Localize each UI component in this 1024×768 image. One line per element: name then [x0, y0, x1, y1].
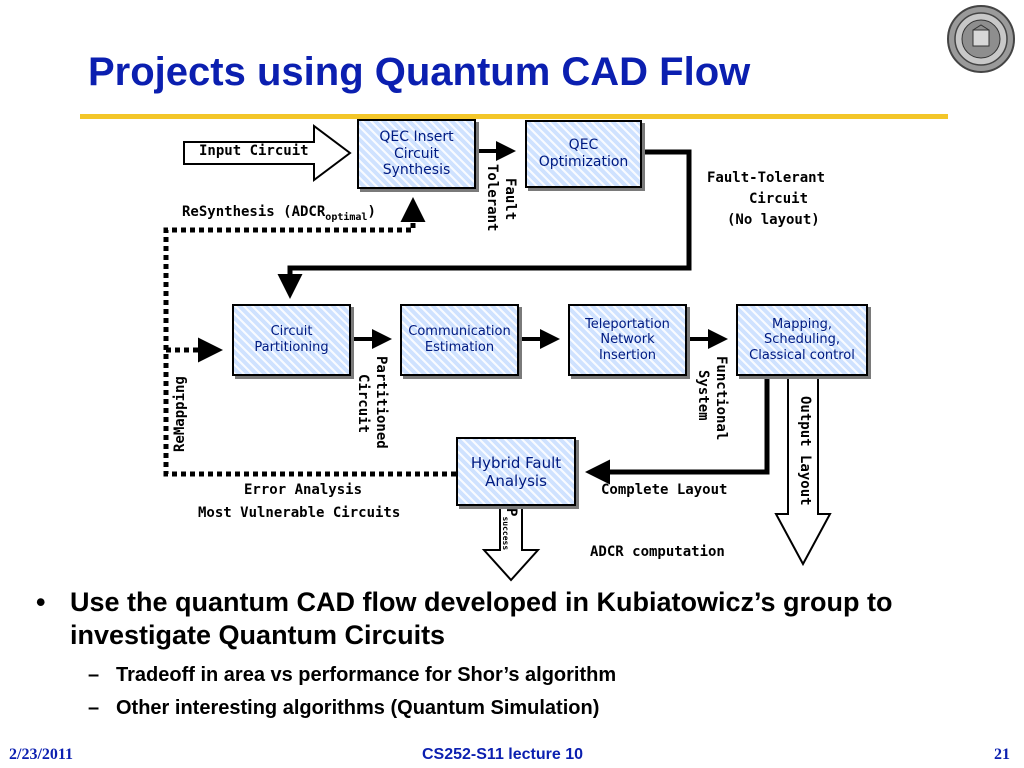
input-circuit-arrow — [183, 124, 352, 182]
teleportation-network-box: Teleportation Network Insertion — [568, 304, 687, 376]
mapping-scheduling-box: Mapping, Scheduling, Classical control — [736, 304, 868, 376]
output-layout-label: Output Layout — [797, 396, 813, 506]
hybrid-fault-analysis-box: Hybrid Fault Analysis — [456, 437, 576, 506]
footer-course: CS252-S11 lecture 10 — [422, 746, 583, 763]
bullet-list: • Use the quantum CAD flow developed in … — [36, 586, 996, 721]
input-circuit-label: Input Circuit — [199, 143, 309, 159]
footer-date: 2/23/2011 — [9, 746, 74, 763]
arrow-mapping-to-hybrid — [585, 376, 770, 485]
partitioned-circuit-label-line2: Circuit — [355, 374, 371, 434]
ft-circuit-label-line3: (No layout) — [727, 212, 820, 228]
resynthesis-label: ReSynthesis (ADCRoptimal) — [182, 204, 376, 223]
circuit-partitioning-box: Circuit Partitioning — [232, 304, 351, 376]
bullet-main: • Use the quantum CAD flow developed in … — [36, 587, 893, 650]
sub-bullet-dash: – — [88, 697, 100, 719]
functional-system-label-line2: System — [695, 370, 711, 421]
sub-bullet: – Other interesting algorithms (Quantum … — [88, 697, 600, 719]
most-vulnerable-label: Most Vulnerable Circuits — [198, 505, 401, 521]
adcr-computation-label: ADCR computation — [590, 544, 725, 560]
p-success-label: Psuccess — [501, 508, 519, 551]
footer-page-number: 21 — [994, 746, 1010, 763]
page-title: Projects using Quantum CAD Flow — [88, 50, 751, 94]
functional-system-label-line1: Functional — [713, 356, 729, 441]
ft-circuit-label-line2: Circuit — [749, 191, 809, 207]
arrow-qec-opt-to-partitioning — [277, 149, 692, 299]
p-success-arrow — [481, 505, 541, 582]
error-analysis-label: Error Analysis — [244, 482, 363, 498]
fault-tolerant-label-line2: Tolerant — [484, 164, 500, 232]
qec-insert-synthesis-box: QEC Insert Circuit Synthesis — [357, 119, 476, 189]
bullet-dot: • — [36, 587, 46, 617]
flow-diagram — [163, 124, 832, 582]
fault-tolerant-label-line1: Fault — [502, 178, 518, 221]
output-layout-arrow — [774, 375, 832, 567]
university-seal-logo — [947, 5, 1015, 73]
ft-circuit-label-line1: Fault-Tolerant — [707, 170, 826, 186]
remapping-label: ReMapping — [172, 376, 188, 452]
resynthesis-feedback-loop — [163, 197, 456, 477]
sub-bullet: – Tradeoff in area vs performance for Sh… — [88, 664, 617, 686]
partitioned-circuit-label-line1: Partitioned — [373, 356, 389, 449]
communication-estimation-box: Communication Estimation — [400, 304, 519, 376]
sub-bullet-dash: – — [88, 664, 100, 686]
qec-optimization-box: QEC Optimization — [525, 120, 642, 188]
title-underline — [80, 114, 948, 119]
complete-layout-label: Complete Layout — [601, 482, 728, 498]
